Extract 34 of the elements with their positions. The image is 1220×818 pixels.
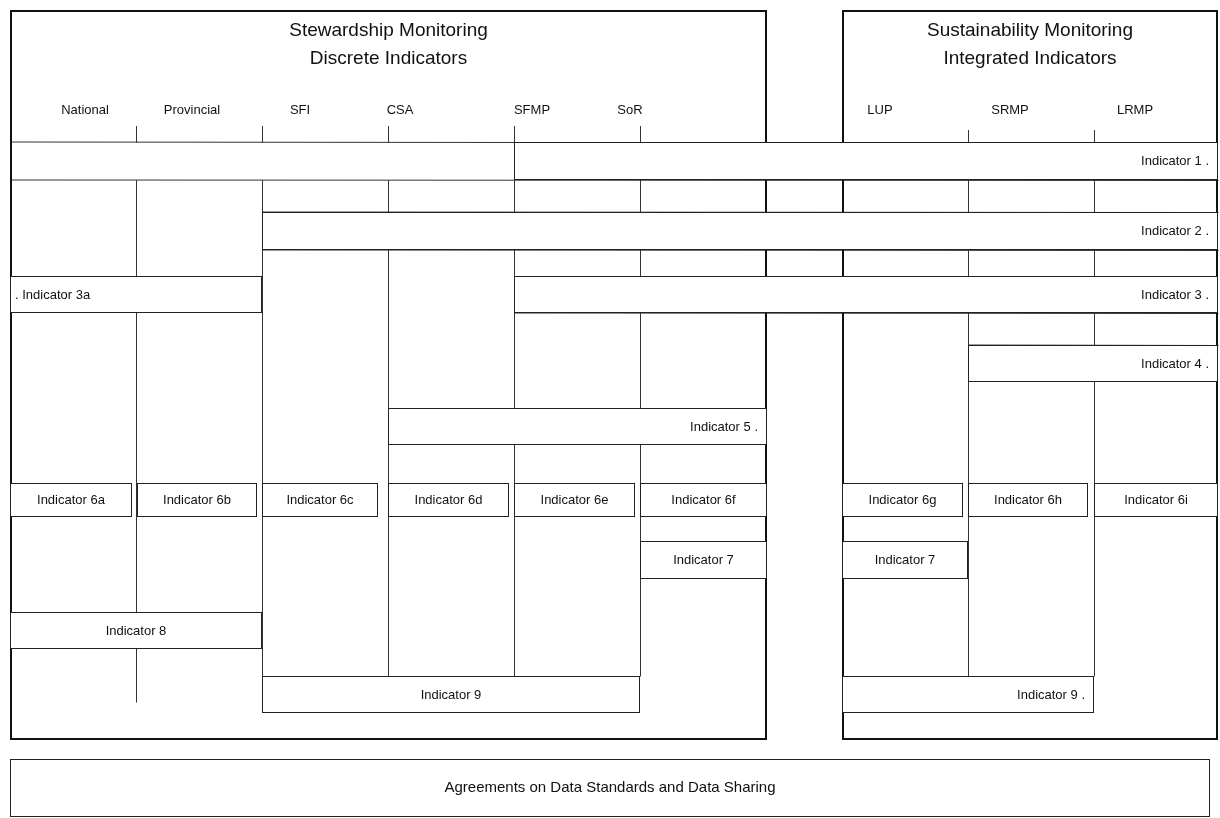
indicator-box: Indicator 2 . [262, 212, 1218, 250]
indicator-box: Indicator 6g [842, 483, 963, 517]
indicator-box: Indicator 8 [10, 612, 262, 649]
indicator-box: . Indicator 3a [10, 276, 262, 313]
column-header: Provincial [163, 101, 221, 120]
indicator-box: Indicator 6i [1094, 483, 1218, 517]
column-header: SFMP [513, 101, 551, 120]
column-header: National [61, 101, 109, 120]
indicator-box: Indicator 7 [640, 541, 767, 579]
indicator-box: Indicator 6c [262, 483, 378, 517]
indicator-box: Indicator 7 [842, 541, 968, 579]
column-header: LRMP [1116, 101, 1154, 120]
column-header: CSA [386, 101, 414, 120]
panel [10, 10, 767, 740]
indicator-box: Indicator 6h [968, 483, 1088, 517]
indicator-box: Indicator 6d [388, 483, 509, 517]
column-header: SoR [617, 101, 643, 120]
indicator-box: Indicator 4 . [968, 345, 1218, 382]
panel [842, 10, 1218, 740]
footer-box: Agreements on Data Standards and Data Sharing [10, 759, 1210, 817]
column-header: SFI [289, 101, 311, 120]
indicator-box: Indicator 6e [514, 483, 635, 517]
column-header: LUP [867, 101, 893, 120]
indicator-box: Indicator 1 . [514, 142, 1218, 180]
indicator-box: Indicator 6a [10, 483, 132, 517]
panel-title: Stewardship Monitoring Discrete Indicators [288, 18, 489, 70]
indicator-box: Indicator 9 . [842, 676, 1094, 713]
indicator-box: Indicator 6f [640, 483, 767, 517]
column-header: SRMP [991, 101, 1029, 120]
indicator-box: Indicator 9 [262, 676, 640, 713]
panel-title: Sustainability Monitoring Integrated Indicators [926, 18, 1134, 70]
indicator-box: Indicator 5 . [388, 408, 767, 445]
indicator-box: Indicator 6b [137, 483, 257, 517]
indicator-box: Indicator 3 . [514, 276, 1218, 313]
